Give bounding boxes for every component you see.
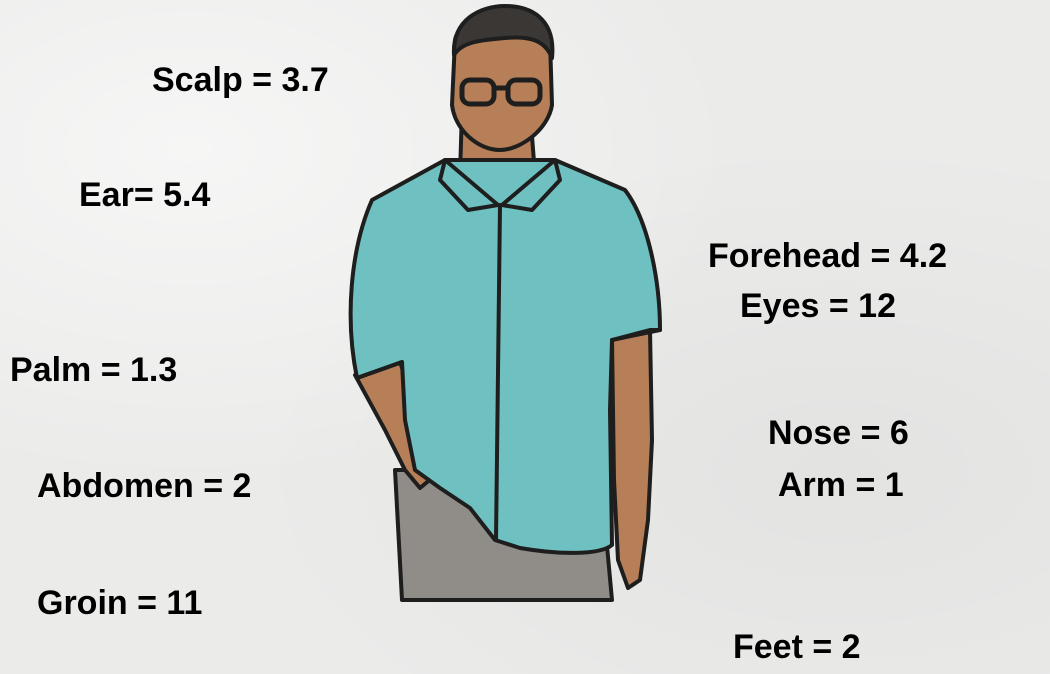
label-arm: Arm = 1 [778, 465, 904, 505]
label-forehead: Forehead = 4.2 [708, 236, 947, 276]
label-abdomen: Abdomen = 2 [37, 466, 251, 506]
label-ear: Ear= 5.4 [79, 175, 210, 215]
label-nose: Nose = 6 [768, 413, 909, 453]
right-forearm [612, 330, 652, 588]
label-feet: Feet = 2 [733, 627, 861, 667]
label-groin: Groin = 11 [37, 583, 202, 623]
label-scalp: Scalp = 3.7 [152, 60, 329, 100]
label-palm: Palm = 1.3 [10, 350, 177, 390]
label-eyes: Eyes = 12 [740, 286, 896, 326]
